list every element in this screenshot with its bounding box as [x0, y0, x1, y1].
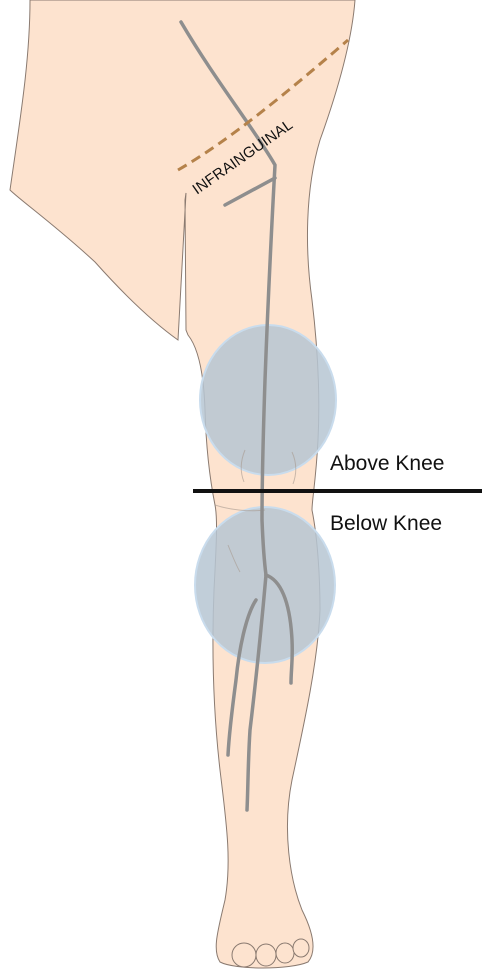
below-knee-label: Below Knee — [330, 513, 442, 534]
toe — [232, 943, 256, 967]
toe — [256, 944, 276, 966]
above-knee-label: Above Knee — [330, 453, 444, 474]
leg-silhouette — [10, 0, 355, 968]
toe — [293, 939, 309, 957]
toe — [276, 943, 294, 963]
